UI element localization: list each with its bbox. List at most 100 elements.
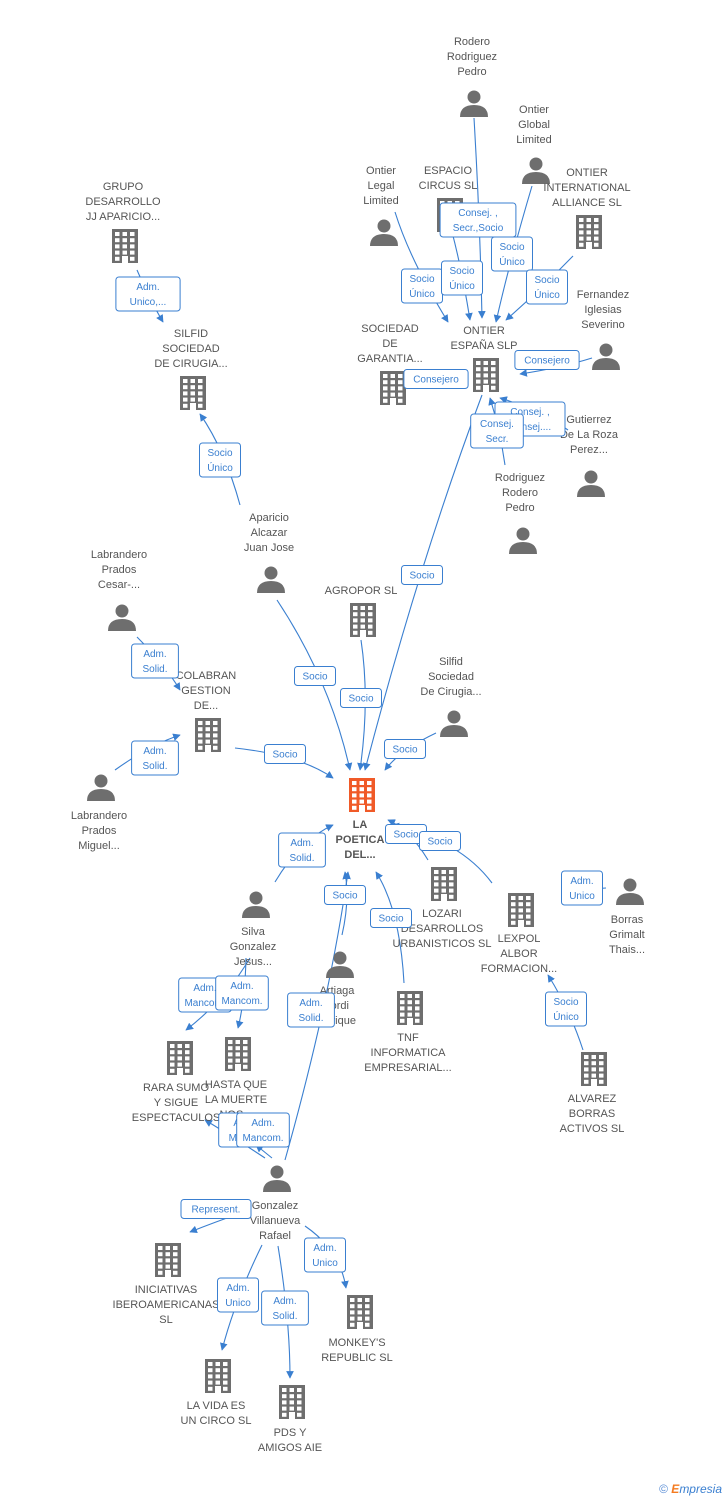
building-window (297, 1400, 302, 1405)
edge-label-text: Socio (499, 242, 524, 253)
building-window (441, 882, 446, 887)
building-window (415, 994, 420, 998)
edge-label-e_tnf_poetica[interactable]: Socio (370, 908, 412, 928)
node-label: DEL... (344, 849, 375, 861)
edge-label-e_grupo_silfid[interactable]: Adm.Unico,... (115, 276, 181, 312)
edge-label-e_colabran_poetica[interactable]: Socio (264, 744, 306, 764)
edge-label-e_silva_hasta[interactable]: Adm.Mancom. (215, 975, 269, 1011)
building-window (130, 232, 135, 236)
edge-label-e_garantia_consejero[interactable]: Consejero (403, 369, 469, 389)
edge-label-e_gonzalez_monkeys[interactable]: Adm.Unico (304, 1237, 346, 1273)
edge-label-box (403, 369, 469, 389)
building-door (441, 894, 447, 901)
edge-label-text: Socio (348, 694, 373, 705)
edge-label-e_gonzalez_pds[interactable]: Adm.Solid. (261, 1290, 309, 1326)
edge-label-e_gonzalez_poetica[interactable]: Adm.Solid. (287, 992, 335, 1028)
edge-label-e_rodriguez_consej[interactable]: Consej.Secr. (470, 413, 524, 449)
edge-label-e_labcesar_colabran[interactable]: Adm.Solid. (131, 643, 179, 679)
node-agropor[interactable]: AGROPOR SL (325, 585, 398, 637)
person-icon (440, 710, 468, 737)
node-labrandero_cesar[interactable]: LabranderoPradosCesar-... (91, 549, 147, 631)
building-window (383, 386, 388, 391)
edge-label-e_borras_lexpol[interactable]: Adm.Unico (561, 870, 603, 906)
building-window (415, 1012, 420, 1017)
edge-label-e_gonzalez_iniciativas[interactable]: Represent. (180, 1199, 252, 1219)
edge-label-e_agropor_poetica[interactable]: Socio (340, 688, 382, 708)
edge-label-e_fernandez_consejero[interactable]: Consejero (514, 350, 580, 370)
edge-label-e_lexpol_poetica[interactable]: Socio (419, 831, 461, 851)
node-borras[interactable]: BorrasGrimaltThais... (609, 878, 645, 957)
building-window (407, 994, 412, 998)
building-window (215, 1374, 220, 1379)
edge-label-text: Secr. (486, 434, 509, 445)
node-label: Aparicio (249, 512, 289, 524)
edge-label-e_silva_poetica[interactable]: Adm.Solid. (278, 832, 326, 868)
person-icon (257, 566, 285, 593)
edge-label-e_aparicio_poetica[interactable]: Socio (294, 666, 336, 686)
building-window (383, 392, 388, 397)
footer-brand[interactable]: © Empresia (659, 1482, 722, 1496)
person-head (333, 951, 347, 965)
edge-label-e_ontier_socio_poetica[interactable]: Socio (401, 565, 443, 585)
edge-label-e_labmiguel_colabran[interactable]: Adm.Solid. (131, 740, 179, 776)
building-window (228, 1058, 233, 1063)
node-sociedad_garantia[interactable]: SOCIEDADDEGARANTIA... (357, 323, 423, 405)
building-window (365, 1310, 370, 1315)
edge-label-e_gonzalez_hasta[interactable]: Adm.Mancom. (236, 1112, 290, 1148)
node-colabran[interactable]: COLABRANGESTIONDE... (176, 670, 237, 752)
building-window (476, 373, 481, 378)
building-door (357, 1322, 363, 1329)
edge-label-text: Adm. (143, 746, 166, 757)
building-window (198, 391, 203, 396)
node-lexpol[interactable]: LEXPOLALBORFORMACION... (481, 893, 557, 975)
edge-label-text: Socio (409, 274, 434, 285)
node-tnf[interactable]: TNFINFORMATICAEMPRESARIAL... (364, 991, 452, 1074)
edge-label-e_gonzalez_lavida[interactable]: Adm.Unico (217, 1277, 259, 1313)
edge-label-text: Socio (427, 837, 452, 848)
building-window (407, 1012, 412, 1017)
building-window (228, 1046, 233, 1051)
node-labrandero_miguel[interactable]: LabranderoPradosMiguel... (71, 774, 127, 853)
node-silva[interactable]: SilvaGonzalezJesus... (230, 891, 276, 969)
node-label: Sociedad (428, 671, 474, 683)
node-label: LA MUERTE (205, 1094, 267, 1106)
building-window (415, 1000, 420, 1005)
building-window (213, 733, 218, 738)
edge-label-e_silfidp_poetica[interactable]: Socio (384, 739, 426, 759)
node-label: Limited (363, 195, 398, 207)
building-window (190, 379, 195, 383)
node-la_poetica[interactable]: LAPOETICADEL... (336, 778, 385, 861)
building-window (173, 1246, 178, 1250)
building-window (213, 745, 218, 750)
edge-label-e_rodero_ontier_consej[interactable]: Consej. ,Secr.,Socio (439, 202, 517, 238)
edge-label-e_artiaga_poetica[interactable]: Socio (324, 885, 366, 905)
node-label: INICIATIVAS (135, 1284, 198, 1296)
